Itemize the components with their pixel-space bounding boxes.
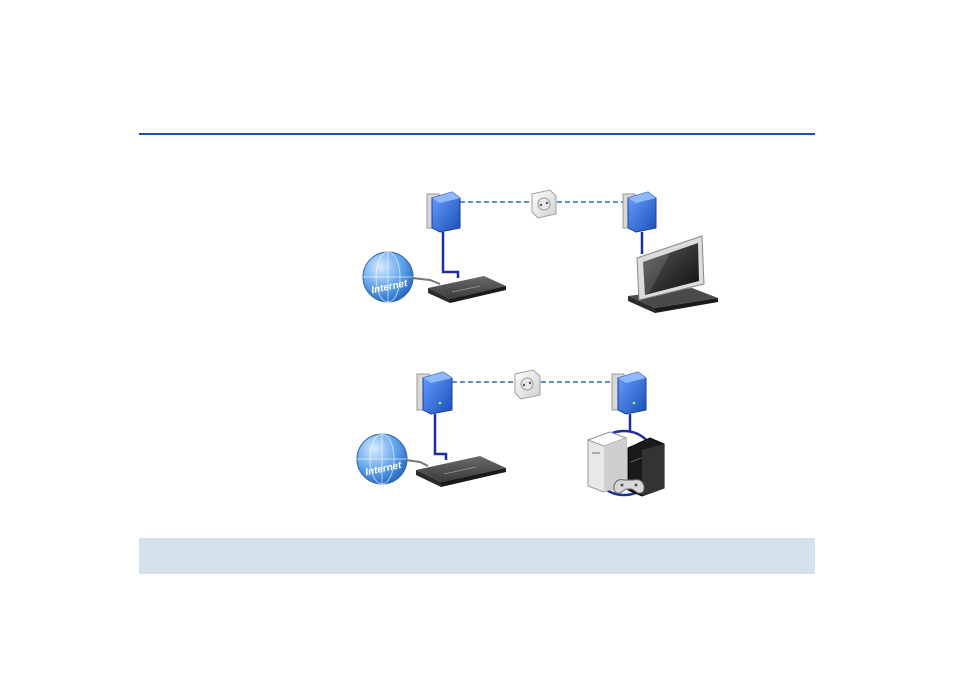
cable	[433, 414, 448, 460]
powerline-adapter-icon	[416, 371, 453, 415]
cable	[441, 232, 460, 278]
header-rule	[139, 133, 815, 135]
wall-socket-icon	[531, 189, 557, 219]
diagram-tv-setup: Internet	[362, 189, 718, 313]
router-icon	[416, 456, 506, 487]
tv-icon	[628, 235, 718, 313]
internet-globe-icon: Internet	[362, 251, 414, 303]
powerline-adapter-icon	[426, 191, 461, 233]
footer-band	[139, 538, 815, 574]
game-consoles-icon	[586, 429, 665, 497]
wall-socket-icon	[514, 369, 541, 400]
powerline-adapter-icon	[622, 191, 657, 233]
diagram-console-setup: Internet	[356, 369, 665, 497]
internet-globe-icon: Internet	[356, 433, 408, 485]
router-icon	[428, 276, 506, 303]
cable	[405, 459, 429, 467]
powerline-adapter-icon	[611, 371, 647, 415]
cable	[411, 277, 441, 285]
